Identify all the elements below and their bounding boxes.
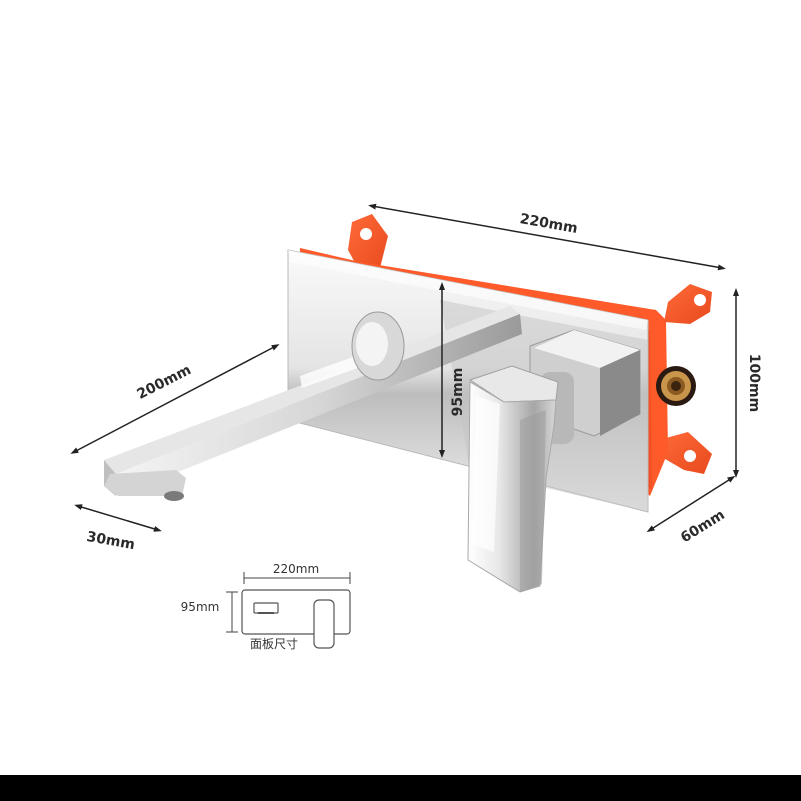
label-box-depth: 60mm xyxy=(678,507,728,546)
dimension-line-box-depth xyxy=(646,475,736,533)
label-panel-height: 95mm xyxy=(450,368,466,417)
dimension-line-box-width xyxy=(368,203,726,271)
aerator xyxy=(164,491,184,501)
ear-hole xyxy=(684,450,696,462)
inset-spout-icon xyxy=(253,602,279,614)
inset-width-label: 220mm xyxy=(273,562,319,576)
ear-hole xyxy=(360,228,372,240)
dimension-line-spout-length xyxy=(70,344,280,454)
panel-size-inset: 220mm 95mm 面板尺寸 xyxy=(181,562,351,651)
mounting-ear-top-right xyxy=(664,284,712,324)
dimension-lines xyxy=(70,203,739,533)
inset-handle-icon xyxy=(313,599,335,649)
valve-handle xyxy=(467,329,641,593)
label-box-height: 100mm xyxy=(746,354,762,412)
inset-height-label: 95mm xyxy=(181,600,220,614)
label-spout-width: 30mm xyxy=(85,529,136,553)
inset-caption: 面板尺寸 xyxy=(250,637,298,651)
bottom-black-bar xyxy=(0,775,801,801)
label-spout-length: 200mm xyxy=(135,362,194,403)
ear-hole xyxy=(694,294,706,306)
dimension-line-spout-width xyxy=(74,504,162,532)
